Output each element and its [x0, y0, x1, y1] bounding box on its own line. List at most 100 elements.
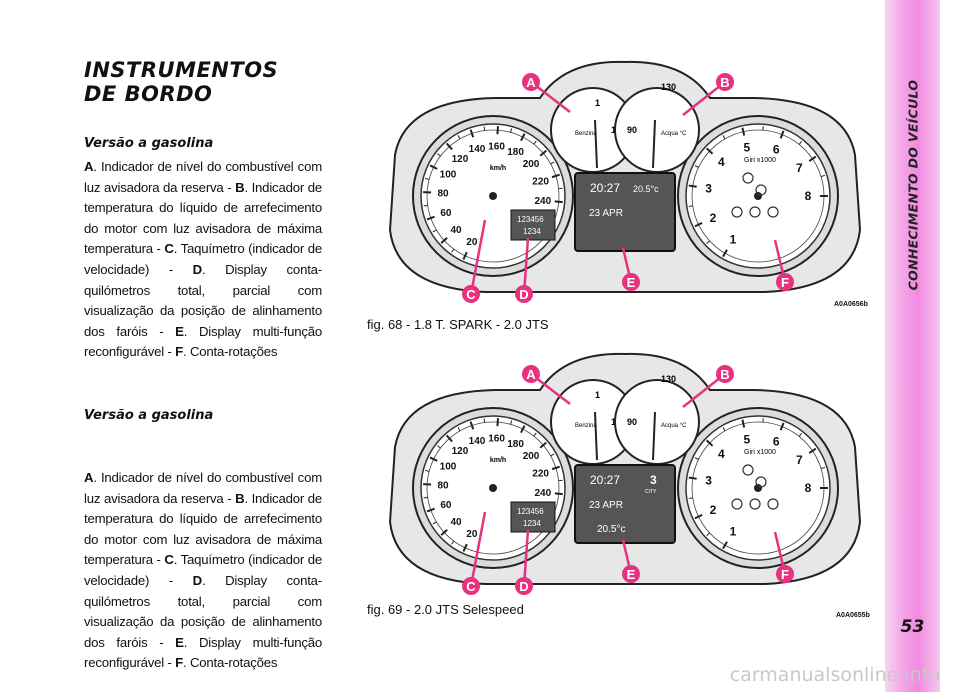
dial-tick — [539, 149, 547, 157]
temp-needle — [652, 411, 656, 461]
temp-tick-mid: 90 — [627, 125, 637, 135]
callout-badge — [515, 577, 533, 595]
item-text: . Indicador de temperatura do líquido de… — [84, 179, 322, 257]
callout-letter: D — [519, 287, 528, 302]
odometer-trip: 1234 — [523, 227, 541, 236]
item-key: E — [175, 634, 184, 650]
callout-badge — [462, 577, 480, 595]
display-time: 20:27 — [590, 473, 620, 487]
dial-tick — [688, 497, 693, 499]
item-key: D — [192, 572, 203, 588]
dial-tick — [779, 130, 785, 139]
warn-light-seatbelt — [742, 464, 754, 476]
item-text: . Display multi-função reconfigurável - — [84, 634, 322, 671]
page-title: INSTRUMENTOS DE BORDO — [84, 58, 278, 106]
callout-letter: E — [627, 567, 636, 582]
odometer-total: 123456 — [517, 507, 544, 516]
dial-tick — [520, 425, 526, 434]
dial-number: 20 — [466, 237, 478, 248]
chapter-title: CONHECIMENTO DO VEÍCULO — [905, 79, 920, 291]
temp-tick-max: 130 — [661, 374, 676, 384]
callout-leader — [522, 529, 530, 587]
dial-number: 40 — [450, 225, 462, 236]
watermark: carmanualsonline.info — [729, 664, 940, 686]
callout-letter: F — [781, 567, 789, 582]
speed-unit: km/h — [490, 457, 506, 464]
fuel-label: Benzina — [575, 423, 597, 429]
dial-tick — [436, 445, 441, 449]
dial-tick — [798, 432, 803, 437]
callout-badge — [515, 285, 533, 303]
temp-label: Acqua °C — [661, 423, 687, 429]
dial-tick — [533, 140, 537, 145]
item-key: C — [164, 552, 174, 568]
warn-light-pad — [767, 206, 779, 218]
warn-light-oil — [755, 476, 767, 488]
dial-tick — [722, 427, 726, 432]
figure-code: A0A0655b — [836, 612, 870, 619]
dial-tick — [451, 248, 455, 253]
dial-number: 160 — [488, 434, 505, 445]
chapter-sidebar: CONHECIMENTO DO VEÍCULO — [885, 0, 940, 692]
item-key: B — [235, 179, 245, 195]
item-key: D — [192, 261, 203, 277]
dial-tick — [457, 427, 461, 432]
dial-tick — [426, 215, 435, 221]
dial-tick — [429, 456, 438, 462]
dial-tick — [483, 418, 486, 423]
callout-badge — [622, 565, 640, 583]
speed-unit: km/h — [490, 165, 506, 172]
item-key: F — [175, 344, 184, 360]
callout-leader — [469, 219, 487, 295]
callout-letter: C — [466, 287, 476, 302]
item-key: A — [84, 159, 94, 174]
dial-tick — [432, 521, 437, 525]
item-text: . Display conta-quilómetros total, parci… — [84, 261, 322, 339]
callout-badge — [716, 365, 734, 383]
dial-number: 200 — [523, 159, 540, 170]
dial-tick — [445, 434, 453, 443]
speedometer-hub — [489, 192, 497, 200]
figure-caption: fig. 68 - 1.8 T. SPARK - 2.0 JTS — [367, 317, 549, 332]
item-key: B — [235, 490, 245, 506]
dial-tick — [423, 496, 428, 499]
dial-number: 220 — [532, 176, 549, 187]
callout-badge — [622, 273, 640, 291]
dial-number: 5 — [744, 432, 751, 446]
dial-tick — [688, 184, 697, 188]
dial-tick — [808, 447, 817, 454]
dial-tick — [429, 164, 438, 170]
dial-number: 4 — [718, 447, 725, 461]
warn-light-brake — [749, 498, 761, 510]
dial-number: 200 — [523, 451, 540, 462]
dial-tick — [820, 174, 826, 178]
callout-badge — [776, 565, 794, 583]
section1-heading: Versão a gasolina — [84, 136, 214, 151]
display-temp: 20.5°c — [633, 184, 659, 194]
dial-number: 140 — [469, 436, 486, 447]
dial-number: 160 — [488, 142, 505, 153]
dial-tick — [779, 422, 785, 431]
item-text: . Conta-rotações — [183, 655, 278, 671]
section2-paragraph: A. Indicador de nível do combustível com… — [84, 468, 322, 674]
speedometer-inner-ring — [426, 421, 560, 555]
dial-tick — [550, 161, 555, 165]
dial-number: 60 — [440, 208, 452, 219]
item-text: . Indicador de nível do combustível com … — [84, 470, 322, 506]
callout-badge — [462, 285, 480, 303]
dial-number: 80 — [438, 189, 450, 200]
dial-tick — [722, 541, 728, 550]
dial-number: 6 — [773, 435, 780, 449]
dial-tick — [551, 465, 560, 471]
callout-leader — [522, 237, 530, 295]
odometer-display — [510, 501, 556, 533]
dial-tick — [457, 135, 461, 140]
dial-number: 7 — [796, 161, 803, 175]
dial-tick — [451, 540, 455, 545]
rpm-unit: Giri x1000 — [744, 449, 776, 456]
dial-tick — [425, 469, 430, 472]
dial-number: 7 — [796, 453, 803, 467]
